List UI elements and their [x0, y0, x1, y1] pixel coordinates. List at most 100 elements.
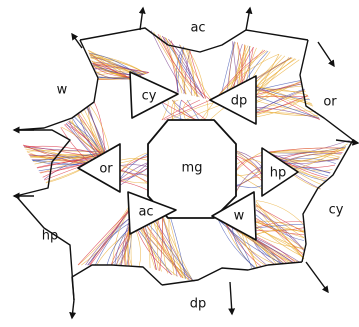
edge-curve	[161, 215, 178, 277]
edge-curve	[255, 95, 308, 114]
edge-curve	[255, 86, 314, 107]
edge-curve	[295, 169, 327, 180]
edge-curve	[150, 30, 187, 95]
edge-curve	[271, 153, 331, 173]
edge-curve	[179, 44, 212, 101]
edge-curve	[187, 48, 206, 99]
edge-curve	[255, 219, 305, 249]
axis-arrow-top-1	[138, 6, 146, 31]
edge-curve	[255, 96, 320, 119]
outer-label-or: or	[323, 95, 337, 110]
edge-curve	[184, 47, 197, 97]
edge-curve	[156, 217, 162, 272]
edge-curve	[255, 222, 305, 238]
edge-curve	[289, 165, 333, 172]
edge-curve	[161, 35, 204, 99]
inner-label-ac: ac	[138, 205, 153, 220]
edge-curve	[183, 49, 191, 94]
edge-curve	[162, 215, 192, 281]
edge-curve	[92, 64, 149, 73]
edge-curve	[278, 157, 340, 162]
edge-curve	[186, 48, 195, 97]
edge-curve	[255, 220, 305, 232]
edge-curve	[22, 144, 89, 165]
edge-curve	[293, 167, 331, 174]
edge-curve	[269, 147, 346, 154]
edge-curve	[165, 38, 183, 94]
inner-label-w: w	[234, 209, 245, 224]
axis-arrow-bottomright	[305, 261, 329, 294]
inner-triangle-cy	[129, 71, 179, 119]
edge-curve	[255, 89, 306, 113]
outer-outline-bottom	[71, 264, 163, 301]
outer-outline-topright	[299, 39, 354, 141]
edge-curve	[89, 53, 140, 77]
edge-curve	[146, 222, 194, 282]
edge-curve	[137, 226, 159, 271]
edge-curve	[157, 33, 205, 99]
bundle-right-dp	[255, 80, 321, 121]
edge-curve	[235, 170, 263, 176]
edge-curve	[255, 106, 320, 120]
edge-curve	[255, 209, 305, 251]
edge-curve	[145, 223, 182, 278]
edge-curve	[140, 225, 194, 282]
outer-outline-right	[301, 139, 354, 263]
outer-frame	[12, 6, 359, 320]
edge-curve	[235, 156, 264, 183]
edge-curve	[241, 231, 268, 267]
inner-label-dp: dp	[231, 94, 248, 109]
edge-curve	[189, 49, 207, 99]
axis-arrow-topright	[317, 41, 335, 68]
edge-curve	[95, 70, 144, 76]
edge-curve	[176, 46, 184, 93]
edge-curve	[215, 53, 280, 99]
axis-arrow-right	[335, 138, 359, 146]
edge-curve	[235, 159, 263, 166]
inner-triangle-ac	[127, 191, 177, 235]
outer-label-w: w	[57, 83, 68, 98]
edge-curve	[255, 217, 305, 257]
axis-arrow-bottom-2	[69, 299, 77, 320]
edge-curve	[225, 223, 262, 267]
bundle-right-w	[255, 200, 305, 260]
outer-label-hp: hp	[42, 229, 59, 244]
edge-curve	[255, 89, 305, 111]
edge-curve	[155, 218, 183, 279]
inner-label-or: or	[99, 162, 113, 177]
inner-triangle-hp	[261, 147, 299, 197]
axis-arrow-top-2	[245, 6, 253, 31]
edge-curve	[268, 147, 346, 153]
edge-curve	[255, 221, 305, 228]
edge-curve	[171, 99, 176, 121]
edge-curve	[68, 120, 103, 155]
edge-curve	[277, 157, 329, 177]
edge-curve	[255, 80, 301, 91]
edge-curve	[87, 205, 133, 266]
edge-curve	[163, 99, 211, 121]
edge-curve	[255, 222, 305, 233]
edge-curve	[141, 224, 157, 270]
edge-curve	[161, 99, 169, 121]
edge-curve	[284, 143, 348, 163]
edge-curve	[255, 88, 305, 113]
edge-curve	[151, 220, 186, 279]
edge-curve	[149, 220, 153, 269]
axis-arrow-bottom-1	[228, 281, 236, 316]
edge-curve	[216, 50, 268, 99]
edge-curve	[255, 89, 313, 105]
edge-curve	[235, 166, 263, 192]
edge-curve	[162, 215, 168, 274]
outer-outline-bottomright	[161, 261, 303, 286]
outer-label-cy: cy	[329, 203, 344, 218]
inner-triangle-or	[77, 143, 121, 193]
edge-curve	[136, 227, 172, 275]
edge-curve	[136, 227, 173, 276]
edge-curve	[235, 155, 263, 171]
edge-curve	[295, 147, 346, 170]
edge-curve	[91, 61, 146, 75]
inner-triangle-w	[211, 191, 257, 241]
edge-curve	[255, 100, 316, 112]
